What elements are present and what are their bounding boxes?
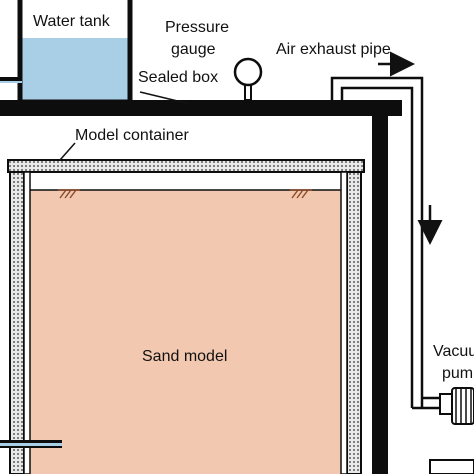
label-pressure: Pressure	[165, 19, 229, 36]
surface-hatch-left	[58, 189, 80, 199]
label-sealed-box: Sealed box	[138, 69, 218, 86]
inlet-pipe-top	[0, 77, 22, 83]
vacuum-pump	[429, 387, 474, 474]
water-tank	[17, 0, 133, 105]
label-gauge: gauge	[171, 41, 216, 58]
pressure-gauge	[233, 57, 263, 101]
label-water-tank: Water tank	[33, 13, 111, 30]
water-tank-water	[22, 38, 128, 100]
sand-fill	[30, 190, 343, 474]
label-sand-model: Sand model	[142, 348, 227, 365]
label-vacuum: Vacuu	[433, 343, 474, 360]
container-right-wall	[346, 171, 362, 474]
leader-lines	[59, 91, 191, 161]
model-container	[7, 159, 365, 474]
surface-hatch-right	[290, 189, 312, 199]
sealed-box-top	[0, 100, 402, 116]
inlet-pipe-bottom	[0, 440, 62, 448]
container-lid	[7, 159, 365, 173]
sealed-box-right-wall	[372, 116, 388, 474]
label-air-exhaust-pipe: Air exhaust pipe	[276, 41, 391, 58]
label-model-container: Model container	[75, 127, 190, 144]
container-left-wall	[9, 171, 25, 474]
label-pump: pum	[442, 365, 473, 382]
